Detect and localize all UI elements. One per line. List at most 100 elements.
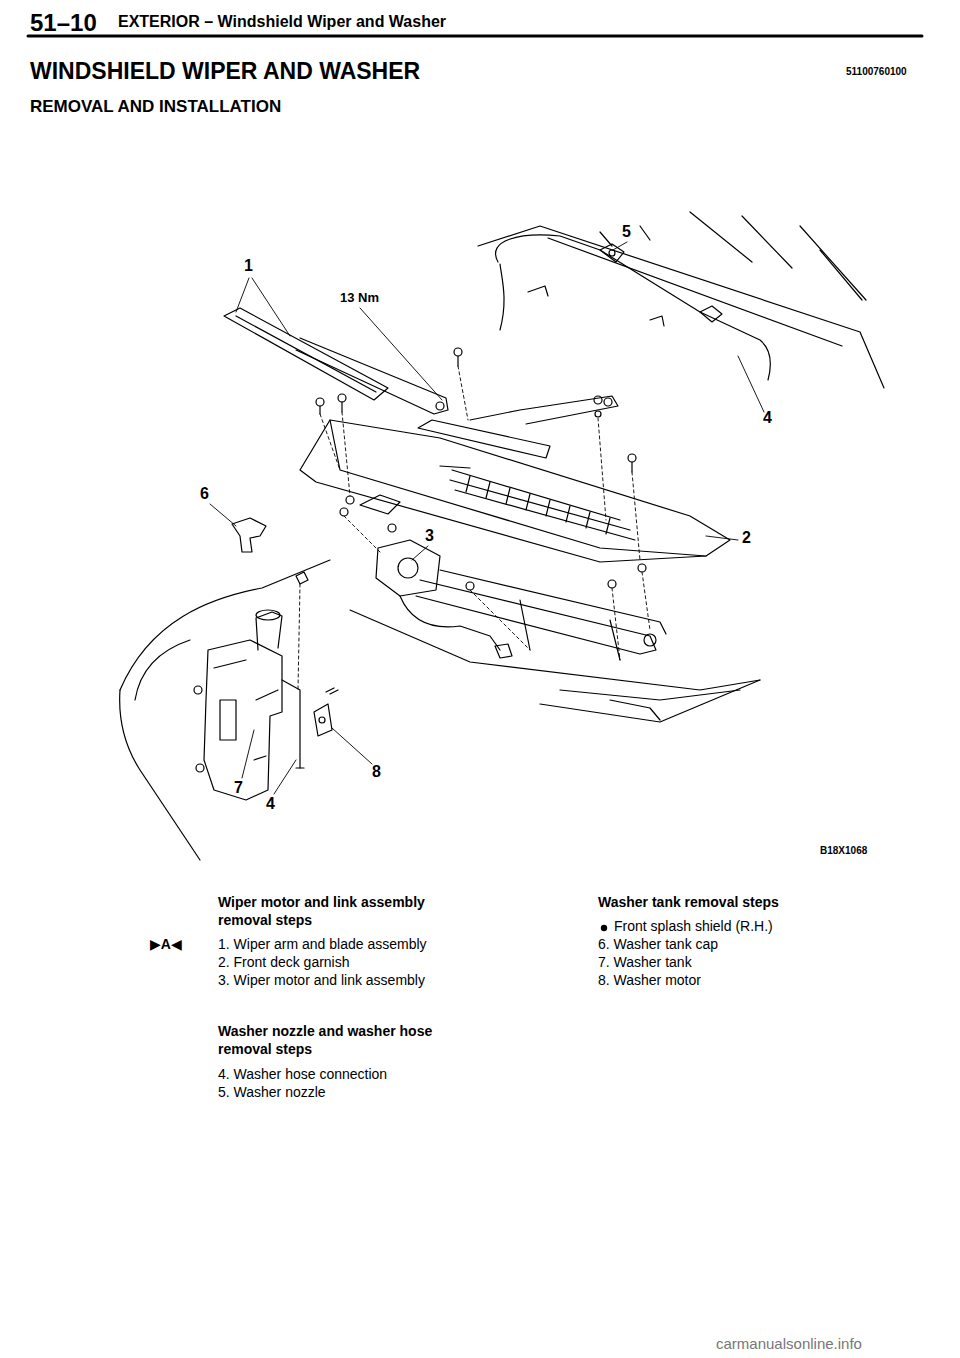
washer-hose [496, 235, 771, 380]
wiper-motor-and-link [644, 634, 656, 646]
hood [548, 238, 842, 346]
washer-tank [204, 640, 282, 800]
cowl-panel [350, 610, 760, 690]
fasteners [341, 402, 342, 412]
washer-motor [326, 688, 338, 694]
header-rule [28, 35, 922, 38]
procedure-step: 4. Washer hose connection [218, 1066, 387, 1084]
procedure-heading: Wiper motor and link assembly removal st… [218, 894, 458, 930]
page-title: WINDSHIELD WIPER AND WASHER [30, 57, 420, 86]
washer-tank-cap [232, 518, 308, 584]
callout-leader-lines [738, 356, 764, 412]
front-deck-garnish [466, 476, 610, 534]
procedure-heading: Washer nozzle and washer hose removal st… [218, 1023, 458, 1059]
installation-leader-lines [470, 590, 530, 650]
procedure-step: 8. Washer motor [598, 972, 701, 990]
cowl-panel [610, 700, 660, 720]
page-number: 51–10 [30, 8, 97, 39]
fender [135, 640, 190, 700]
procedure-heading: Washer tank removal steps [598, 894, 779, 912]
fasteners [388, 524, 396, 532]
front-deck-garnish [300, 420, 730, 562]
fender [120, 560, 330, 690]
wiper-arm-and-blade [436, 402, 444, 410]
callout-number: 5 [622, 222, 631, 242]
installation-leader-lines [598, 418, 606, 520]
wiper-motor-and-link [400, 596, 500, 650]
fender [120, 690, 200, 860]
hood [820, 250, 862, 300]
installation-leader-lines [298, 366, 650, 690]
callout-number: 8 [372, 762, 381, 782]
cowl-panel [540, 680, 760, 722]
wiper-motor-and-link [520, 600, 620, 660]
cowl-panel [560, 690, 740, 700]
washer-tank [194, 610, 304, 800]
subheading: REMOVAL AND INSTALLATION [30, 96, 281, 118]
fasteners [628, 454, 636, 462]
bullet [601, 925, 607, 931]
callout-leader-lines [706, 536, 738, 540]
front-deck-garnish [330, 420, 706, 556]
fasteners [631, 462, 632, 472]
fasteners [319, 406, 320, 414]
washer-hose [500, 264, 504, 330]
cowl-panel [350, 610, 760, 722]
washer-tank [254, 690, 278, 760]
hood [478, 212, 884, 388]
figure-code: B18X1068 [820, 845, 867, 858]
washer-motor [319, 717, 325, 723]
callout-leader-lines [210, 504, 236, 526]
header-rule [28, 35, 922, 36]
callout-leader-lines [242, 730, 254, 778]
washer-hose [496, 235, 771, 380]
hood [742, 216, 792, 268]
installation-leader-lines [320, 412, 350, 496]
callout-leader-lines [236, 278, 290, 336]
bullet [601, 925, 607, 931]
wiper-motor-and-link [440, 570, 666, 634]
washer-nozzle [609, 250, 615, 256]
procedure-step: 3. Wiper motor and link assembly [218, 972, 425, 990]
washer-tank [214, 660, 246, 740]
washer-tank [282, 680, 300, 768]
wiper-motor-and-link [376, 540, 440, 596]
washer-tank [196, 764, 204, 772]
wiper-arm-and-blade [604, 398, 612, 406]
washer-nozzle [700, 306, 722, 322]
installation-leader-lines [298, 584, 300, 690]
callout-leader-lines [360, 308, 442, 400]
washer-nozzle [600, 244, 722, 322]
wiper-motor-and-link [376, 540, 666, 660]
callout-leader-lines [274, 760, 296, 794]
installation-leader-lines [642, 572, 650, 630]
washer-tank [256, 610, 280, 620]
callout-number: 2 [742, 528, 751, 548]
hood [690, 212, 752, 262]
washer-tank-cap [232, 518, 266, 552]
front-deck-garnish [300, 420, 730, 562]
wiper-arm-and-blade [296, 338, 448, 414]
installation-leader-lines [458, 366, 468, 420]
service-point-mark: ▶A◀ [150, 936, 182, 954]
fasteners [595, 411, 601, 417]
fasteners [316, 348, 646, 590]
fasteners [454, 348, 462, 356]
callout-leader-lines [613, 242, 627, 250]
front-deck-garnish [360, 495, 400, 514]
fasteners [346, 496, 354, 504]
procedure-step: 7. Washer tank [598, 954, 692, 972]
wiper-motor-and-link [495, 644, 512, 658]
hood [800, 226, 866, 300]
washer-hose [528, 286, 664, 326]
washer-motor [314, 688, 338, 736]
wiper-motor-and-link [416, 580, 656, 654]
callout-number: 4 [266, 794, 275, 814]
fasteners [340, 508, 348, 516]
wiper-arm-and-blade [224, 308, 618, 458]
callout-number: 4 [763, 408, 772, 428]
procedure-step: 1. Wiper arm and blade assembly [218, 936, 427, 954]
installation-leader-lines [344, 516, 380, 552]
procedure-step: 5. Washer nozzle [218, 1084, 326, 1102]
washer-tank-cap [296, 572, 308, 584]
